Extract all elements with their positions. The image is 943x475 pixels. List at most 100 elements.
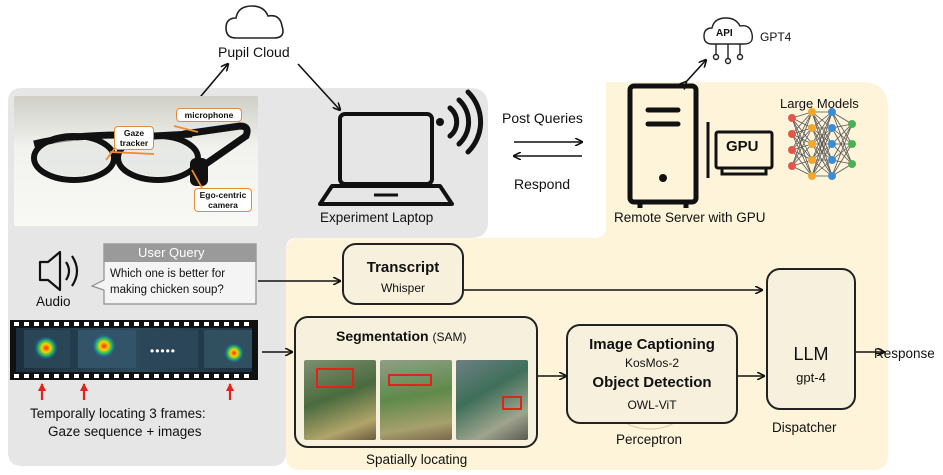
segmentation-box: Segmentation (SAM) — [294, 316, 538, 448]
owl-vit-label: OWL-ViT — [627, 398, 677, 412]
film-hole — [34, 374, 39, 378]
user-query-title: User Query — [138, 245, 205, 260]
segment-bbox-3 — [502, 396, 522, 410]
user-query-line2: making chicken soup? — [110, 284, 224, 296]
film-hole — [214, 322, 219, 326]
film-hole — [234, 322, 239, 326]
film-hole — [144, 322, 149, 326]
film-hole — [164, 374, 169, 378]
post-queries-label: Post Queries — [502, 110, 583, 126]
film-hole — [114, 322, 119, 326]
film-hole — [194, 322, 199, 326]
neuron-node — [828, 156, 836, 164]
film-hole — [124, 322, 129, 326]
film-hole — [174, 322, 179, 326]
dispatcher-label: Dispatcher — [772, 420, 837, 435]
neuron-node — [808, 108, 816, 116]
film-hole — [94, 374, 99, 378]
transcript-model: Whisper — [380, 281, 425, 295]
film-hole — [144, 374, 149, 378]
respond-label: Respond — [514, 176, 571, 192]
laptop-icon — [318, 112, 454, 206]
neuron-node — [808, 140, 816, 148]
gaze-tracker-tag: Gaze tracker — [114, 126, 154, 150]
llm-title: LLM — [793, 344, 829, 364]
film-hole — [74, 322, 79, 326]
response-label: Response — [874, 346, 935, 361]
film-hole — [244, 374, 249, 378]
pupil-cloud-label: Pupil Cloud — [218, 44, 290, 60]
film-hole — [184, 374, 189, 378]
temporal-line1: Temporally locating 3 frames: — [30, 406, 206, 421]
film-hole — [174, 374, 179, 378]
neuron-node — [808, 124, 816, 132]
transcript-title: Transcript — [366, 259, 440, 276]
neuron-node — [848, 120, 856, 128]
egocentric-camera-tag: Ego-centric camera — [194, 188, 252, 212]
film-hole — [204, 322, 209, 326]
perceptron-box: Image Captioning KosMos-2 Object Detecti… — [566, 324, 738, 424]
film-hole — [44, 374, 49, 378]
film-hole — [154, 322, 159, 326]
neural-network-icon — [788, 108, 856, 180]
neuron-node — [848, 140, 856, 148]
experiment-laptop-label: Experiment Laptop — [320, 210, 434, 225]
segmentation-title-text: Segmentation — [336, 328, 429, 344]
film-hole — [104, 374, 109, 378]
film-hole — [84, 322, 89, 326]
neuron-node — [808, 172, 816, 180]
neuron-node — [828, 140, 836, 148]
server-icon — [627, 83, 699, 208]
llm-model: gpt-4 — [796, 370, 826, 385]
neuron-node — [848, 160, 856, 168]
film-hole — [224, 322, 229, 326]
film-hole — [214, 374, 219, 378]
api-cloud-icon — [703, 17, 754, 65]
neuron-node — [788, 114, 796, 122]
film-hole — [104, 322, 109, 326]
gpu-label: GPU — [726, 138, 759, 155]
film-hole — [164, 322, 169, 326]
film-hole — [74, 374, 79, 378]
film-hole — [54, 322, 59, 326]
api-label: API — [716, 28, 733, 39]
neuron-node — [788, 162, 796, 170]
neuron-node — [828, 172, 836, 180]
spatially-locating-label: Spatially locating — [366, 452, 468, 467]
segmentation-model: (SAM) — [432, 330, 467, 344]
remote-server-label: Remote Server with GPU — [614, 210, 766, 225]
film-hole — [194, 374, 199, 378]
kosmos-label: KosMos-2 — [624, 356, 680, 370]
film-hole — [64, 322, 69, 326]
film-hole — [34, 322, 39, 326]
image-captioning-label: Image Captioning — [589, 336, 715, 353]
large-models-label: Large Models — [780, 96, 859, 111]
segment-image-2 — [380, 360, 452, 440]
film-hole — [54, 374, 59, 378]
segment-image-3 — [456, 360, 528, 440]
film-dots: ••••• — [150, 344, 177, 358]
temporal-line2: Gaze sequence + images — [48, 424, 202, 439]
speaker-icon — [38, 250, 79, 292]
film-hole — [204, 374, 209, 378]
film-hole — [14, 322, 19, 326]
film-hole — [154, 374, 159, 378]
user-query-line1: Which one is better for — [110, 268, 226, 280]
film-hole — [24, 322, 29, 326]
neuron-node — [808, 156, 816, 164]
microphone-tag: microphone — [176, 108, 242, 122]
segment-bbox-2 — [388, 374, 432, 386]
film-hole — [44, 322, 49, 326]
film-hole — [184, 322, 189, 326]
perceptron-label: Perceptron — [616, 432, 683, 447]
neuron-node — [788, 130, 796, 138]
neuron-node — [828, 108, 836, 116]
neuron-node — [788, 146, 796, 154]
film-hole — [114, 374, 119, 378]
film-hole — [134, 322, 139, 326]
film-hole — [84, 374, 89, 378]
film-hole — [134, 374, 139, 378]
gpt4-label: GPT4 — [760, 30, 792, 44]
segment-bbox-1 — [316, 368, 354, 388]
llm-box: LLM gpt-4 — [766, 268, 856, 410]
